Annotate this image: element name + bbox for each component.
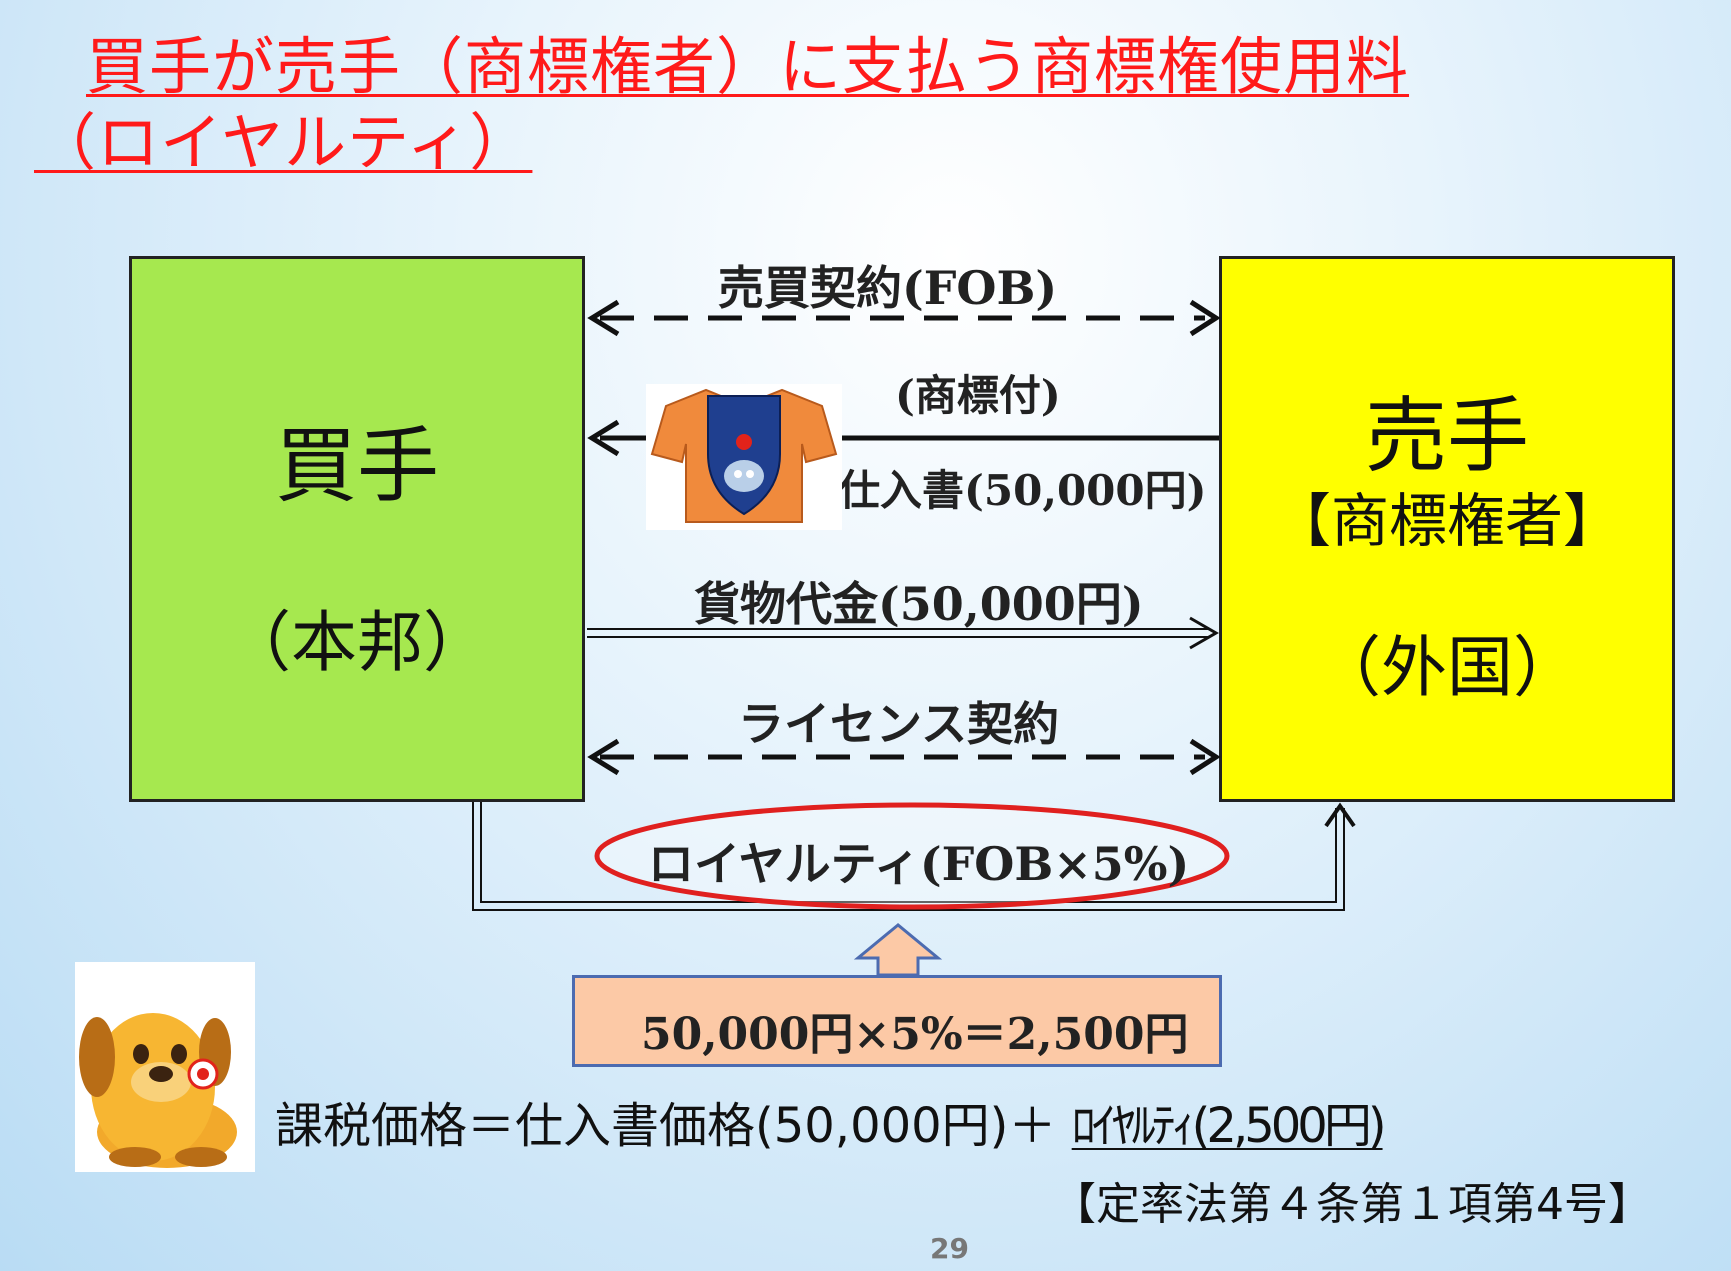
calc-up-arrow xyxy=(858,925,938,975)
payment-label: 貨物代金(50,000円) xyxy=(694,568,1144,634)
royalty-calc-text: 50,000円×5%＝2,500円 xyxy=(641,998,1188,1062)
sales-contract-label: 売買契約(FOB) xyxy=(718,252,1057,318)
license-label: ライセンス契約 xyxy=(738,688,1059,754)
royalty-calc-box: 50,000円×5%＝2,500円 xyxy=(572,975,1222,1067)
royalty-label: ロイヤルティ(FOB×5%) xyxy=(648,828,1189,894)
taxable-value-formula: 課税価格＝仕入書価格(50,000円)＋ ﾛｲﾔﾙﾃｨ(2,500円) xyxy=(275,1086,1383,1156)
formula-main: 課税価格＝仕入書価格(50,000円)＋ xyxy=(275,1098,1072,1154)
japan-customs-shirt-icon xyxy=(646,384,842,530)
formula-royalty: ﾛｲﾔﾙﾃｨ(2,500円) xyxy=(1072,1098,1383,1154)
customs-dog-mascot-icon xyxy=(75,962,255,1172)
law-reference: 【定率法第４条第１項第4号】 xyxy=(1052,1168,1652,1232)
invoice-label: 仕入書(50,000円) xyxy=(838,457,1207,518)
trademark-tag-label: (商標付) xyxy=(895,362,1061,423)
page-number: 29 xyxy=(930,1232,969,1265)
